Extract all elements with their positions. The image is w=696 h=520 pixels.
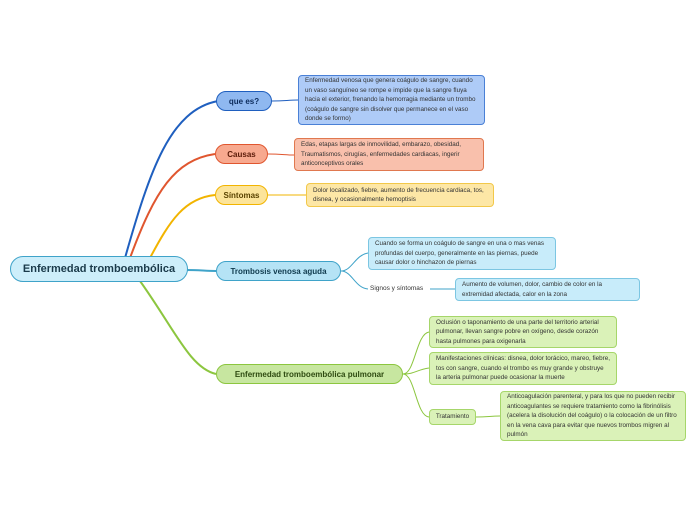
branch-que-es[interactable]: que es? [216,91,272,111]
tratamiento-description[interactable]: Anticoagulación parenteral, y para los q… [500,391,686,441]
connector-trombosis [185,269,217,272]
connector-causas [129,153,216,259]
trombosis-description[interactable]: Cuando se forma un coágulo de sangre en … [368,237,556,270]
pulmonar-description-oclusion[interactable]: Oclusión o taponamiento de una parte del… [429,316,617,348]
connector-sintomas [149,194,216,259]
branch-causas[interactable]: Causas [215,144,268,164]
branch-trombosis[interactable]: Trombosis venosa aguda [216,261,341,281]
pulmonar-description-manifestaciones[interactable]: Manifestaciones clínicas: disnea, dolor … [429,352,617,385]
root-node[interactable]: Enfermedad tromboembólica [10,256,188,282]
branch-pulmonar[interactable]: Enfermedad tromboembólica pulmonar [216,364,403,384]
connector-que-es [124,100,219,259]
que-es-description[interactable]: Enfermedad venosa que genera coágulo de … [298,75,485,125]
tratamiento-node[interactable]: Tratamiento [429,409,476,425]
connector-pulmonar [139,280,217,375]
sintomas-description[interactable]: Dolor localizado, fiebre, aumento de fre… [306,183,494,207]
signos-sintomas-label[interactable]: Signos y síntomas [370,285,424,292]
signos-sintomas-description[interactable]: Aumento de volumen, dolor, cambio de col… [455,278,640,301]
branch-sintomas[interactable]: Síntomas [215,185,268,205]
causas-description[interactable]: Edas, etapas largas de inmovilidad, emba… [294,138,484,171]
